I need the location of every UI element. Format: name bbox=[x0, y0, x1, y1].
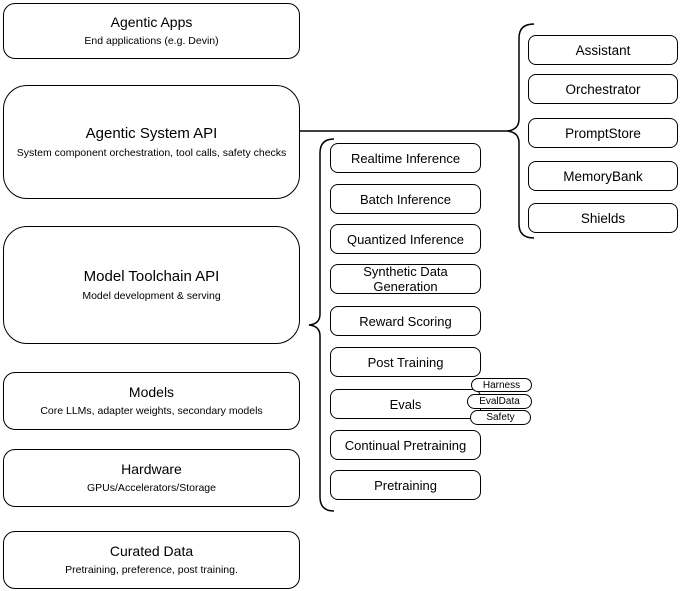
pill-evaldata: EvalData bbox=[467, 394, 532, 409]
node-batch-inference: Batch Inference bbox=[330, 184, 481, 214]
node-title: Hardware bbox=[121, 461, 182, 478]
system-components-brace-icon bbox=[506, 23, 535, 239]
node-label: Orchestrator bbox=[565, 81, 641, 97]
node-memorybank: MemoryBank bbox=[528, 161, 678, 191]
node-label: Reward Scoring bbox=[359, 313, 452, 329]
pill-safety: Safety bbox=[470, 410, 531, 425]
pill-label: EvalData bbox=[479, 396, 520, 407]
node-realtime-inference: Realtime Inference bbox=[330, 143, 481, 173]
node-hardware: Hardware GPUs/Accelerators/Storage bbox=[3, 449, 300, 507]
pill-label: Harness bbox=[482, 379, 521, 391]
node-label: Post Training bbox=[367, 354, 444, 370]
node-orchestrator: Orchestrator bbox=[528, 74, 678, 104]
node-curated-data: Curated Data Pretraining, preference, po… bbox=[3, 531, 300, 589]
node-subtitle: Model development & serving bbox=[82, 289, 221, 302]
node-evals: Evals bbox=[330, 389, 481, 419]
node-agentic-apps: Agentic Apps End applications (e.g. Devi… bbox=[3, 3, 300, 59]
node-continual-pretraining: Continual Pretraining bbox=[330, 430, 481, 460]
node-label: Realtime Inference bbox=[350, 150, 461, 166]
node-label: Synthetic Data Generation bbox=[363, 264, 448, 294]
node-label: PromptStore bbox=[565, 125, 641, 141]
node-quantized-inference: Quantized Inference bbox=[330, 224, 481, 254]
node-label: Batch Inference bbox=[359, 191, 452, 207]
node-models: Models Core LLMs, adapter weights, secon… bbox=[3, 372, 300, 430]
node-label: Shields bbox=[580, 210, 626, 226]
node-label: Pretraining bbox=[374, 477, 437, 493]
node-promptstore: PromptStore bbox=[528, 118, 678, 148]
node-reward-scoring: Reward Scoring bbox=[330, 306, 481, 336]
node-subtitle: System component orchestration, tool cal… bbox=[16, 146, 287, 159]
node-pretraining: Pretraining bbox=[330, 470, 481, 500]
node-label: Assistant bbox=[575, 42, 631, 58]
node-subtitle: Pretraining, preference, post training. bbox=[65, 563, 238, 576]
node-synthetic-data-generation: Synthetic Data Generation bbox=[330, 264, 481, 294]
node-subtitle: Core LLMs, adapter weights, secondary mo… bbox=[40, 404, 263, 417]
node-shields: Shields bbox=[528, 203, 678, 233]
node-label: Continual Pretraining bbox=[344, 437, 467, 453]
pill-harness: Harness bbox=[471, 378, 532, 392]
node-title: Agentic System API bbox=[85, 124, 218, 142]
node-model-toolchain-api: Model Toolchain API Model development & … bbox=[3, 226, 300, 344]
node-post-training: Post Training bbox=[330, 347, 481, 377]
node-agentic-system-api: Agentic System API System component orch… bbox=[3, 85, 300, 199]
node-label: Quantized Inference bbox=[346, 231, 465, 247]
node-title: Agentic Apps bbox=[110, 14, 193, 31]
node-title: Curated Data bbox=[109, 543, 194, 560]
node-subtitle: End applications (e.g. Devin) bbox=[84, 34, 219, 47]
node-title: Model Toolchain API bbox=[83, 267, 220, 285]
node-label: Evals bbox=[389, 396, 422, 412]
node-subtitle: GPUs/Accelerators/Storage bbox=[87, 481, 216, 494]
node-title: Models bbox=[128, 384, 175, 401]
node-label: MemoryBank bbox=[563, 168, 643, 184]
toolchain-brace-icon bbox=[308, 138, 335, 512]
node-assistant: Assistant bbox=[528, 35, 678, 65]
pill-label: Safety bbox=[486, 412, 515, 423]
